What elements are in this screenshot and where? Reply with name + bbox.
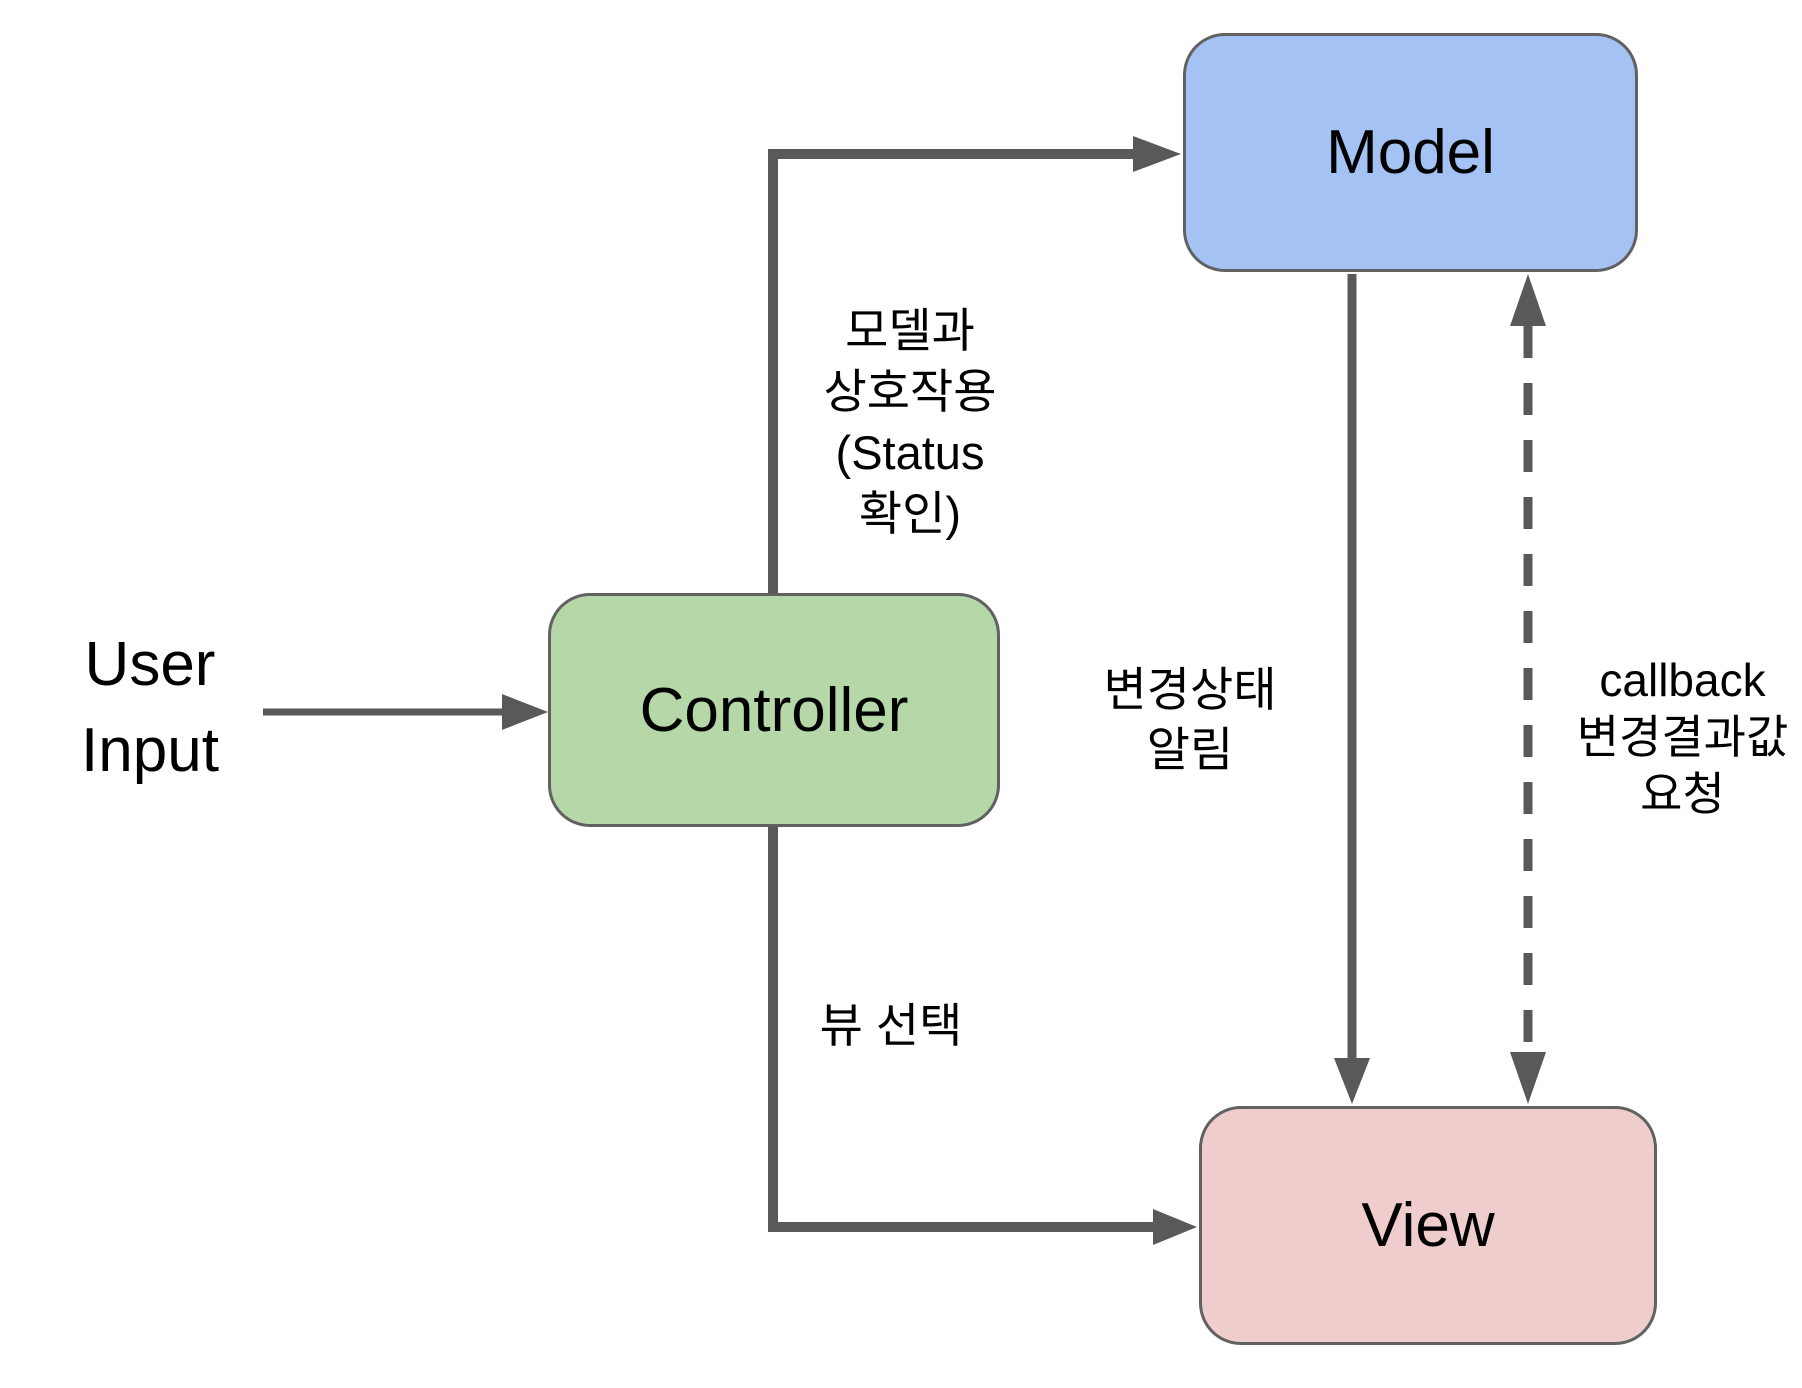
- controller-to-view-line: [768, 824, 1153, 1232]
- controller-to-model-line: [768, 149, 1133, 596]
- user-input-label: User Input: [81, 630, 219, 785]
- view-to-model-up-arrowhead: [1510, 274, 1546, 326]
- view-to-model-down-arrowhead: [1510, 1052, 1546, 1104]
- view-to-model-callback-label: callback 변경결과값 요청: [1576, 654, 1789, 821]
- controller-to-view-label: 뷰 선택: [819, 999, 963, 1052]
- view-node-label: View: [1361, 1191, 1495, 1260]
- controller-to-model-arrowhead: [1133, 136, 1181, 172]
- controller-node: Controller: [548, 593, 1000, 827]
- view-node: View: [1199, 1106, 1657, 1345]
- model-to-view-arrowhead: [1334, 1058, 1370, 1104]
- user-input-to-controller-arrowhead: [502, 694, 548, 730]
- controller-to-model-label: 모델과 상호작용 (Status 확인): [823, 304, 997, 541]
- controller-to-view-arrowhead: [1153, 1209, 1197, 1245]
- controller-node-label: Controller: [639, 675, 909, 745]
- model-to-view-label: 변경상태 알림: [1103, 663, 1277, 777]
- model-node-label: Model: [1326, 118, 1495, 187]
- model-node: Model: [1183, 33, 1638, 272]
